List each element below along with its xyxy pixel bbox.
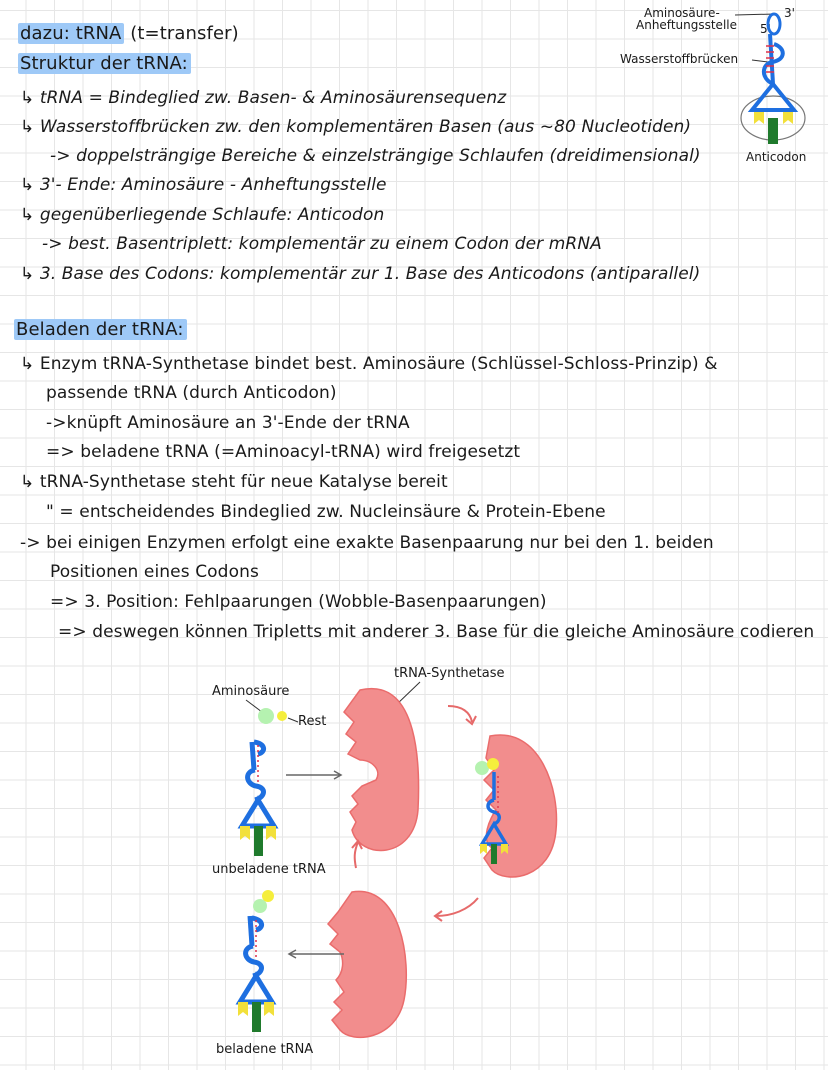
structure-line-4: ↳ 3'- Ende: Aminosäure - Anheftungsstell… xyxy=(20,175,387,195)
label-aminoacid: Aminosäure xyxy=(212,684,290,699)
label-trna-synthetase: tRNA-Synthetase xyxy=(394,666,505,681)
intro-line: dazu: tRNA (t=transfer) xyxy=(18,23,239,44)
loading-line-6: " = entscheidendes Bindeglied zw. Nuclei… xyxy=(46,502,606,522)
loading-line-5: ↳ tRNA-Synthetase steht für neue Katalys… xyxy=(20,472,448,492)
loading-line-10: => deswegen können Tripletts mit anderer… xyxy=(58,622,815,642)
intro-prefix: dazu: xyxy=(20,23,76,44)
loading-line-3: ->knüpft Aminosäure an 3'-Ende der tRNA xyxy=(46,413,410,433)
label-hydrogen-bonds: Wasserstoffbrücken xyxy=(620,52,739,66)
structure-line-6: -> best. Basentriplett: komplementär zu … xyxy=(42,234,602,254)
intro-prefix-highlight: dazu: tRNA xyxy=(18,23,125,44)
intro-suffix: (t=transfer) xyxy=(124,23,239,44)
label-attachment-site-2: Anheftungsstelle xyxy=(636,18,737,32)
label-anticodon: Anticodon xyxy=(746,150,807,164)
structure-heading: Struktur der tRNA: xyxy=(18,53,191,74)
label-unloaded-trna: unbeladene tRNA xyxy=(212,862,326,877)
loading-line-2: passende tRNA (durch Anticodon) xyxy=(46,383,337,403)
structure-line-3: -> doppelsträngige Bereiche & einzelsträ… xyxy=(50,146,701,166)
loading-line-7: -> bei einigen Enzymen erfolgt eine exak… xyxy=(20,533,714,553)
label-rest: Rest xyxy=(298,714,327,729)
label-3prime: 3' xyxy=(784,6,795,20)
structure-heading-text: Struktur der tRNA: xyxy=(18,53,191,74)
label-attachment-site-1: Aminosäure- xyxy=(644,6,720,20)
loaded-trna-group xyxy=(235,890,277,1032)
loading-line-9: => 3. Position: Fehlpaarungen (Wobble-Ba… xyxy=(50,592,547,612)
label-loaded-trna: beladene tRNA xyxy=(216,1042,314,1057)
trna-in-enzyme-group xyxy=(475,758,510,864)
structure-line-2: ↳ Wasserstoffbrücken zw. den komplementä… xyxy=(20,117,692,137)
intro-trna: tRNA xyxy=(75,23,122,44)
loading-line-8: Positionen eines Codons xyxy=(50,562,259,582)
structure-line-7: ↳ 3. Base des Codons: komplementär zur 1… xyxy=(20,264,701,284)
label-5prime: 5' xyxy=(760,22,771,36)
structure-line-5: ↳ gegenüberliegende Schlaufe: Anticodon xyxy=(20,205,385,225)
unloaded-trna-group xyxy=(237,708,287,856)
loading-heading: Beladen der tRNA: xyxy=(14,319,187,340)
loading-line-4: => beladene tRNA (=Aminoacyl-tRNA) wird … xyxy=(46,442,521,462)
loading-line-1: ↳ Enzym tRNA-Synthetase bindet best. Ami… xyxy=(20,354,718,374)
loading-heading-text: Beladen der tRNA: xyxy=(14,319,187,340)
structure-line-1: ↳ tRNA = Bindeglied zw. Basen- & Aminosä… xyxy=(20,88,507,108)
